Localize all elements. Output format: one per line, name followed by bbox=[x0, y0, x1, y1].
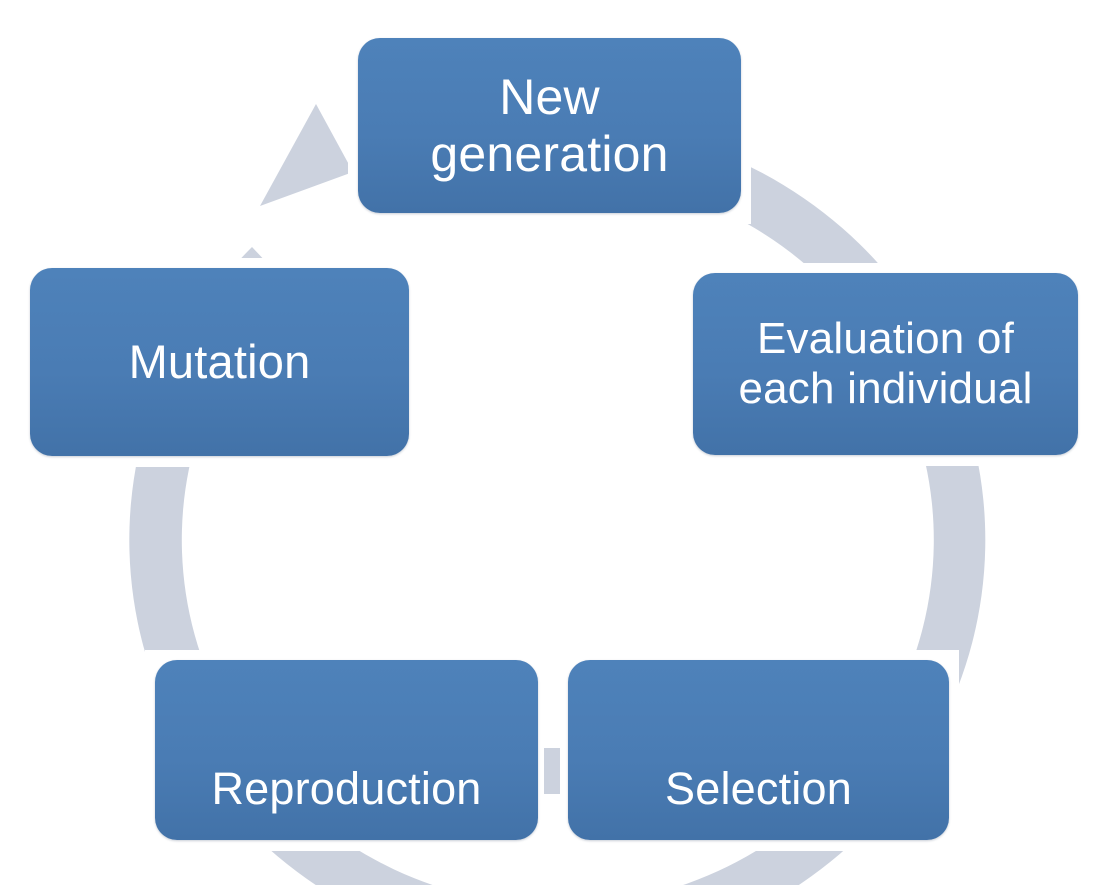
ring-stub bbox=[544, 748, 560, 794]
cycle-node-selection[interactable]: Selection bbox=[568, 660, 949, 840]
node-line-2: generation bbox=[430, 125, 669, 182]
cycle-node-mutation[interactable]: Mutation bbox=[30, 268, 409, 456]
cycle-node-label: Mutation bbox=[128, 335, 311, 389]
cycle-node-reproduction[interactable]: Reproduction bbox=[155, 660, 538, 840]
node-line-1: New bbox=[499, 68, 600, 125]
node-line-1: Evaluation of bbox=[757, 313, 1014, 363]
node-line-2: each individual bbox=[738, 364, 1033, 413]
cycle-node-label: Selection bbox=[665, 762, 852, 814]
cycle-node-label: Reproduction bbox=[211, 762, 482, 814]
arrow-head-icon bbox=[260, 104, 353, 206]
